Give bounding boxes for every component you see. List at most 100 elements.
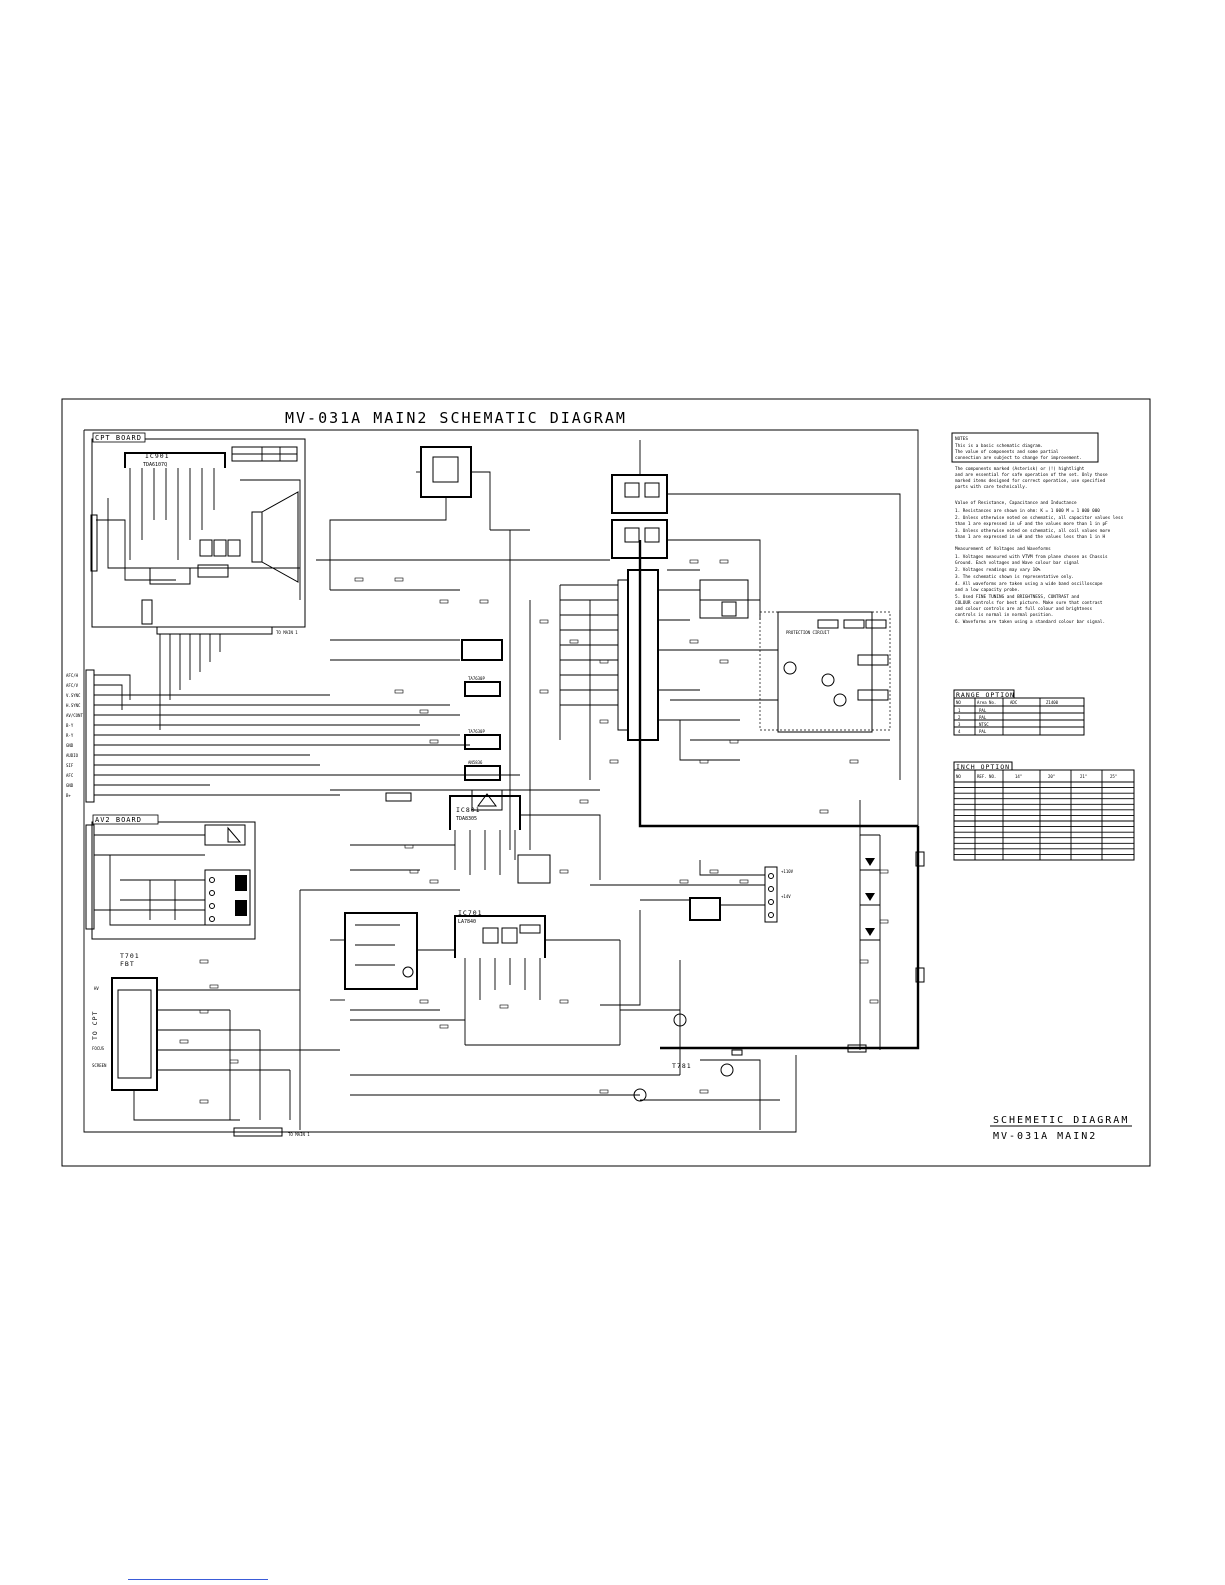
svg-text:4. All waveforms are taken usi: 4. All waveforms are taken using a wide … bbox=[955, 581, 1103, 587]
power-supply: +110V +14V bbox=[590, 860, 794, 1006]
small-ics: TA7630P TA7630P AN5836 bbox=[385, 639, 503, 802]
component-mark bbox=[819, 809, 829, 814]
ic801-part: TDA8305 bbox=[456, 816, 477, 822]
notes-line-3: connection are subject to change for imp… bbox=[955, 455, 1082, 461]
svg-text:AFC/V: AFC/V bbox=[66, 683, 79, 688]
svg-text:21": 21" bbox=[1080, 774, 1087, 779]
svg-text:Area No.: Area No. bbox=[977, 700, 996, 705]
footer-title-block: SCHEMETIC DIAGRAM MV-031A MAIN2 bbox=[990, 1115, 1132, 1142]
svg-text:B-Y: B-Y bbox=[66, 723, 74, 728]
svg-text:6. Waveforms are taken using a: 6. Waveforms are taken using a standard … bbox=[955, 619, 1105, 625]
bottom-link-underline bbox=[128, 1579, 268, 1580]
svg-text:R-Y: R-Y bbox=[66, 733, 74, 738]
component-mark bbox=[879, 919, 889, 924]
svg-text:and colour controls are at ful: and colour controls are at full colour a… bbox=[955, 606, 1093, 612]
svg-text:and are essential for safe ope: and are essential for safe operation of … bbox=[955, 472, 1108, 478]
svg-text:AN5836: AN5836 bbox=[468, 760, 483, 765]
diagram-title: MV-031A MAIN2 SCHEMATIC DIAGRAM bbox=[285, 409, 627, 427]
component-mark bbox=[229, 1059, 239, 1064]
outer-frame bbox=[61, 398, 1151, 1167]
footer-line-2: MV-031A MAIN2 bbox=[993, 1131, 1097, 1142]
inch-option-table: INCH OPTION NO REF. NO. 14" 20" 21" 25" bbox=[953, 761, 1135, 861]
component-mark bbox=[739, 879, 749, 884]
svg-text:AUDIO: AUDIO bbox=[66, 753, 79, 758]
ic901-part: TDA6107Q bbox=[143, 462, 167, 468]
av2-board: AV2 BOARD bbox=[85, 814, 256, 940]
notes-heading: NOTES bbox=[955, 436, 968, 442]
svg-text:20": 20" bbox=[1048, 774, 1055, 779]
component-mark bbox=[179, 1039, 189, 1044]
component-mark bbox=[859, 959, 869, 964]
component-mark bbox=[869, 999, 879, 1004]
svg-text:4: 4 bbox=[958, 729, 961, 734]
svg-text:HV: HV bbox=[94, 986, 99, 991]
component-mark bbox=[559, 999, 569, 1004]
protection-circuit: PROTECTION CIRCUIT bbox=[670, 610, 901, 761]
component-mark bbox=[729, 739, 739, 744]
component-mark bbox=[599, 1089, 609, 1094]
svg-text:+110V: +110V bbox=[781, 869, 794, 874]
svg-text:PROTECTION CIRCUIT: PROTECTION CIRCUIT bbox=[786, 630, 830, 635]
component-mark bbox=[394, 689, 404, 694]
svg-text:ADC: ADC bbox=[1010, 700, 1018, 705]
svg-text:GND: GND bbox=[66, 743, 74, 748]
svg-text:Z1400: Z1400 bbox=[1046, 700, 1059, 705]
component-mark bbox=[199, 1099, 209, 1104]
component-mark bbox=[419, 709, 429, 714]
svg-text:25": 25" bbox=[1110, 774, 1117, 779]
svg-text:SCREEN: SCREEN bbox=[92, 1063, 107, 1068]
ic701-ref: IC701 bbox=[458, 909, 483, 917]
svg-text:1. Resistances are shown in oh: 1. Resistances are shown in ohm: K = 1 0… bbox=[955, 508, 1100, 514]
component-mark bbox=[689, 639, 699, 644]
svg-text:than 1 are expressed in uH and: than 1 are expressed in uH and the value… bbox=[955, 534, 1105, 540]
svg-text:TA7630P: TA7630P bbox=[468, 729, 485, 734]
svg-text:PAL: PAL bbox=[979, 729, 987, 734]
svg-text:Measurement of Voltages and Wa: Measurement of Voltages and Waveforms bbox=[955, 546, 1051, 552]
t781-region: T781 bbox=[633, 1013, 743, 1102]
svg-text:5. Used FINE TUNING and BRIGHT: 5. Used FINE TUNING and BRIGHTNESS, CONT… bbox=[955, 594, 1080, 600]
svg-text:The components marked (Asteri: The components marked (Asterisk) or (!) … bbox=[955, 466, 1085, 472]
cpt-board-label: CPT BOARD bbox=[95, 434, 142, 442]
svg-text:2. Voltages readings may vary: 2. Voltages readings may vary 10% bbox=[955, 567, 1041, 573]
svg-text:Ground. Each voltages and Wave: Ground. Each voltages and Wave colour ba… bbox=[955, 560, 1080, 566]
component-mark bbox=[719, 659, 729, 664]
component-mark bbox=[849, 759, 859, 764]
component-mark bbox=[559, 869, 569, 874]
svg-text:+14V: +14V bbox=[781, 894, 791, 899]
component-mark bbox=[599, 659, 609, 664]
fbt-side-label: TO CPT bbox=[91, 1011, 99, 1040]
inch-option-title: INCH OPTION bbox=[956, 763, 1010, 771]
component-mark bbox=[679, 879, 689, 884]
svg-text:TA7630P: TA7630P bbox=[468, 676, 485, 681]
central-wiring bbox=[229, 529, 780, 1130]
svg-text:NO: NO bbox=[956, 700, 961, 705]
component-mark bbox=[579, 799, 589, 804]
svg-text:marked items designed for corr: marked items designed for correct operat… bbox=[955, 478, 1105, 484]
component-mark bbox=[499, 1004, 509, 1009]
component-mark bbox=[479, 599, 489, 604]
component-mark bbox=[409, 869, 419, 874]
svg-text:H.SYNC: H.SYNC bbox=[66, 703, 81, 708]
svg-text:SIF: SIF bbox=[66, 763, 74, 768]
svg-text:B+: B+ bbox=[66, 793, 71, 798]
component-mark bbox=[609, 759, 619, 764]
svg-text:PAL: PAL bbox=[979, 708, 987, 713]
svg-text:AFC/H: AFC/H bbox=[66, 673, 79, 678]
svg-text:3: 3 bbox=[958, 722, 961, 727]
svg-text:parts with care technically.: parts with care technically. bbox=[955, 484, 1027, 490]
ic901-ref: IC901 bbox=[145, 452, 170, 460]
component-mark bbox=[719, 559, 729, 564]
component-mark bbox=[199, 1009, 209, 1014]
ic701-part: LA7840 bbox=[458, 919, 476, 925]
svg-text:14": 14" bbox=[1015, 774, 1022, 779]
svg-text:AFC: AFC bbox=[66, 773, 74, 778]
cpt-board: CPT BOARD IC901 TDA6107Q bbox=[90, 432, 306, 628]
component-mark bbox=[539, 689, 549, 694]
optocoupler-block bbox=[611, 440, 901, 780]
component-mark bbox=[419, 999, 429, 1004]
component-mark bbox=[879, 869, 889, 874]
connector-row-top: TO MAIN 1 bbox=[156, 626, 298, 730]
component-mark bbox=[404, 844, 414, 849]
av2-board-label: AV2 BOARD bbox=[95, 816, 142, 824]
notes-line-2: The value of components and some partial bbox=[955, 449, 1059, 455]
